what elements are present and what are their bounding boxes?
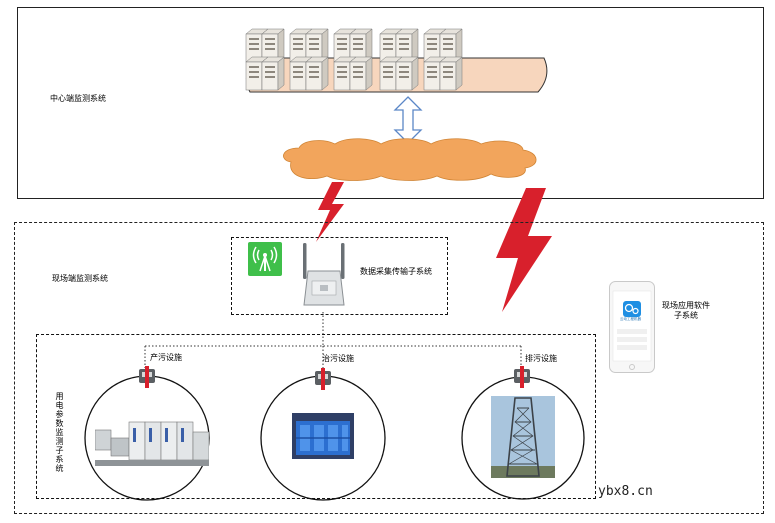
server-icon [349, 56, 373, 91]
power-subsystem-label: 用电参数监测子系统 [55, 392, 64, 473]
server-icon [395, 28, 419, 63]
power-meter-icon [315, 368, 331, 390]
gateway-router-icon [303, 243, 345, 306]
server-icon [261, 56, 285, 91]
server-icon [305, 28, 329, 63]
field-system-frame [14, 222, 764, 514]
site-watermark: ybx8.cn [598, 484, 653, 499]
center-system-label: 中心端监测系统 [50, 94, 106, 103]
transfer-subsystem-frame [231, 237, 448, 315]
cloud-icon [283, 138, 537, 181]
app-subsystem-label-line1: 现场应用软件 [662, 301, 710, 310]
server-cluster [245, 28, 548, 93]
phone-device [609, 281, 655, 373]
app-name-label: 云动工程机器 [620, 317, 641, 321]
discharge-facility-label: 排污设施 [525, 354, 557, 363]
field-system-label: 现场端监测系统 [52, 274, 108, 283]
signal-icon [248, 242, 282, 276]
lightning-small-icon [316, 182, 344, 242]
server-icon [261, 28, 285, 63]
transfer-subsystem-label: 数据采集传输子系统 [360, 267, 432, 276]
server-icon [439, 56, 463, 91]
lightning-large-icon [496, 188, 552, 312]
discharge-tower-image [491, 396, 555, 478]
server-icon [423, 56, 447, 91]
center-system-frame [17, 7, 764, 199]
server-icon [349, 28, 373, 63]
server-icon [395, 56, 419, 91]
produce-facility-label: 产污设施 [150, 353, 182, 362]
server-icon [305, 56, 329, 91]
treatment-equipment-image [292, 413, 354, 459]
power-meter-icon [514, 366, 530, 388]
server-icon [333, 28, 357, 63]
app-subsystem-label-line2: 子系统 [674, 311, 698, 320]
printing-machine-image [95, 421, 209, 466]
power-subsystem-frame [36, 334, 596, 499]
treat-facility-label: 治污设施 [322, 354, 354, 363]
power-meter-icon [139, 366, 155, 388]
